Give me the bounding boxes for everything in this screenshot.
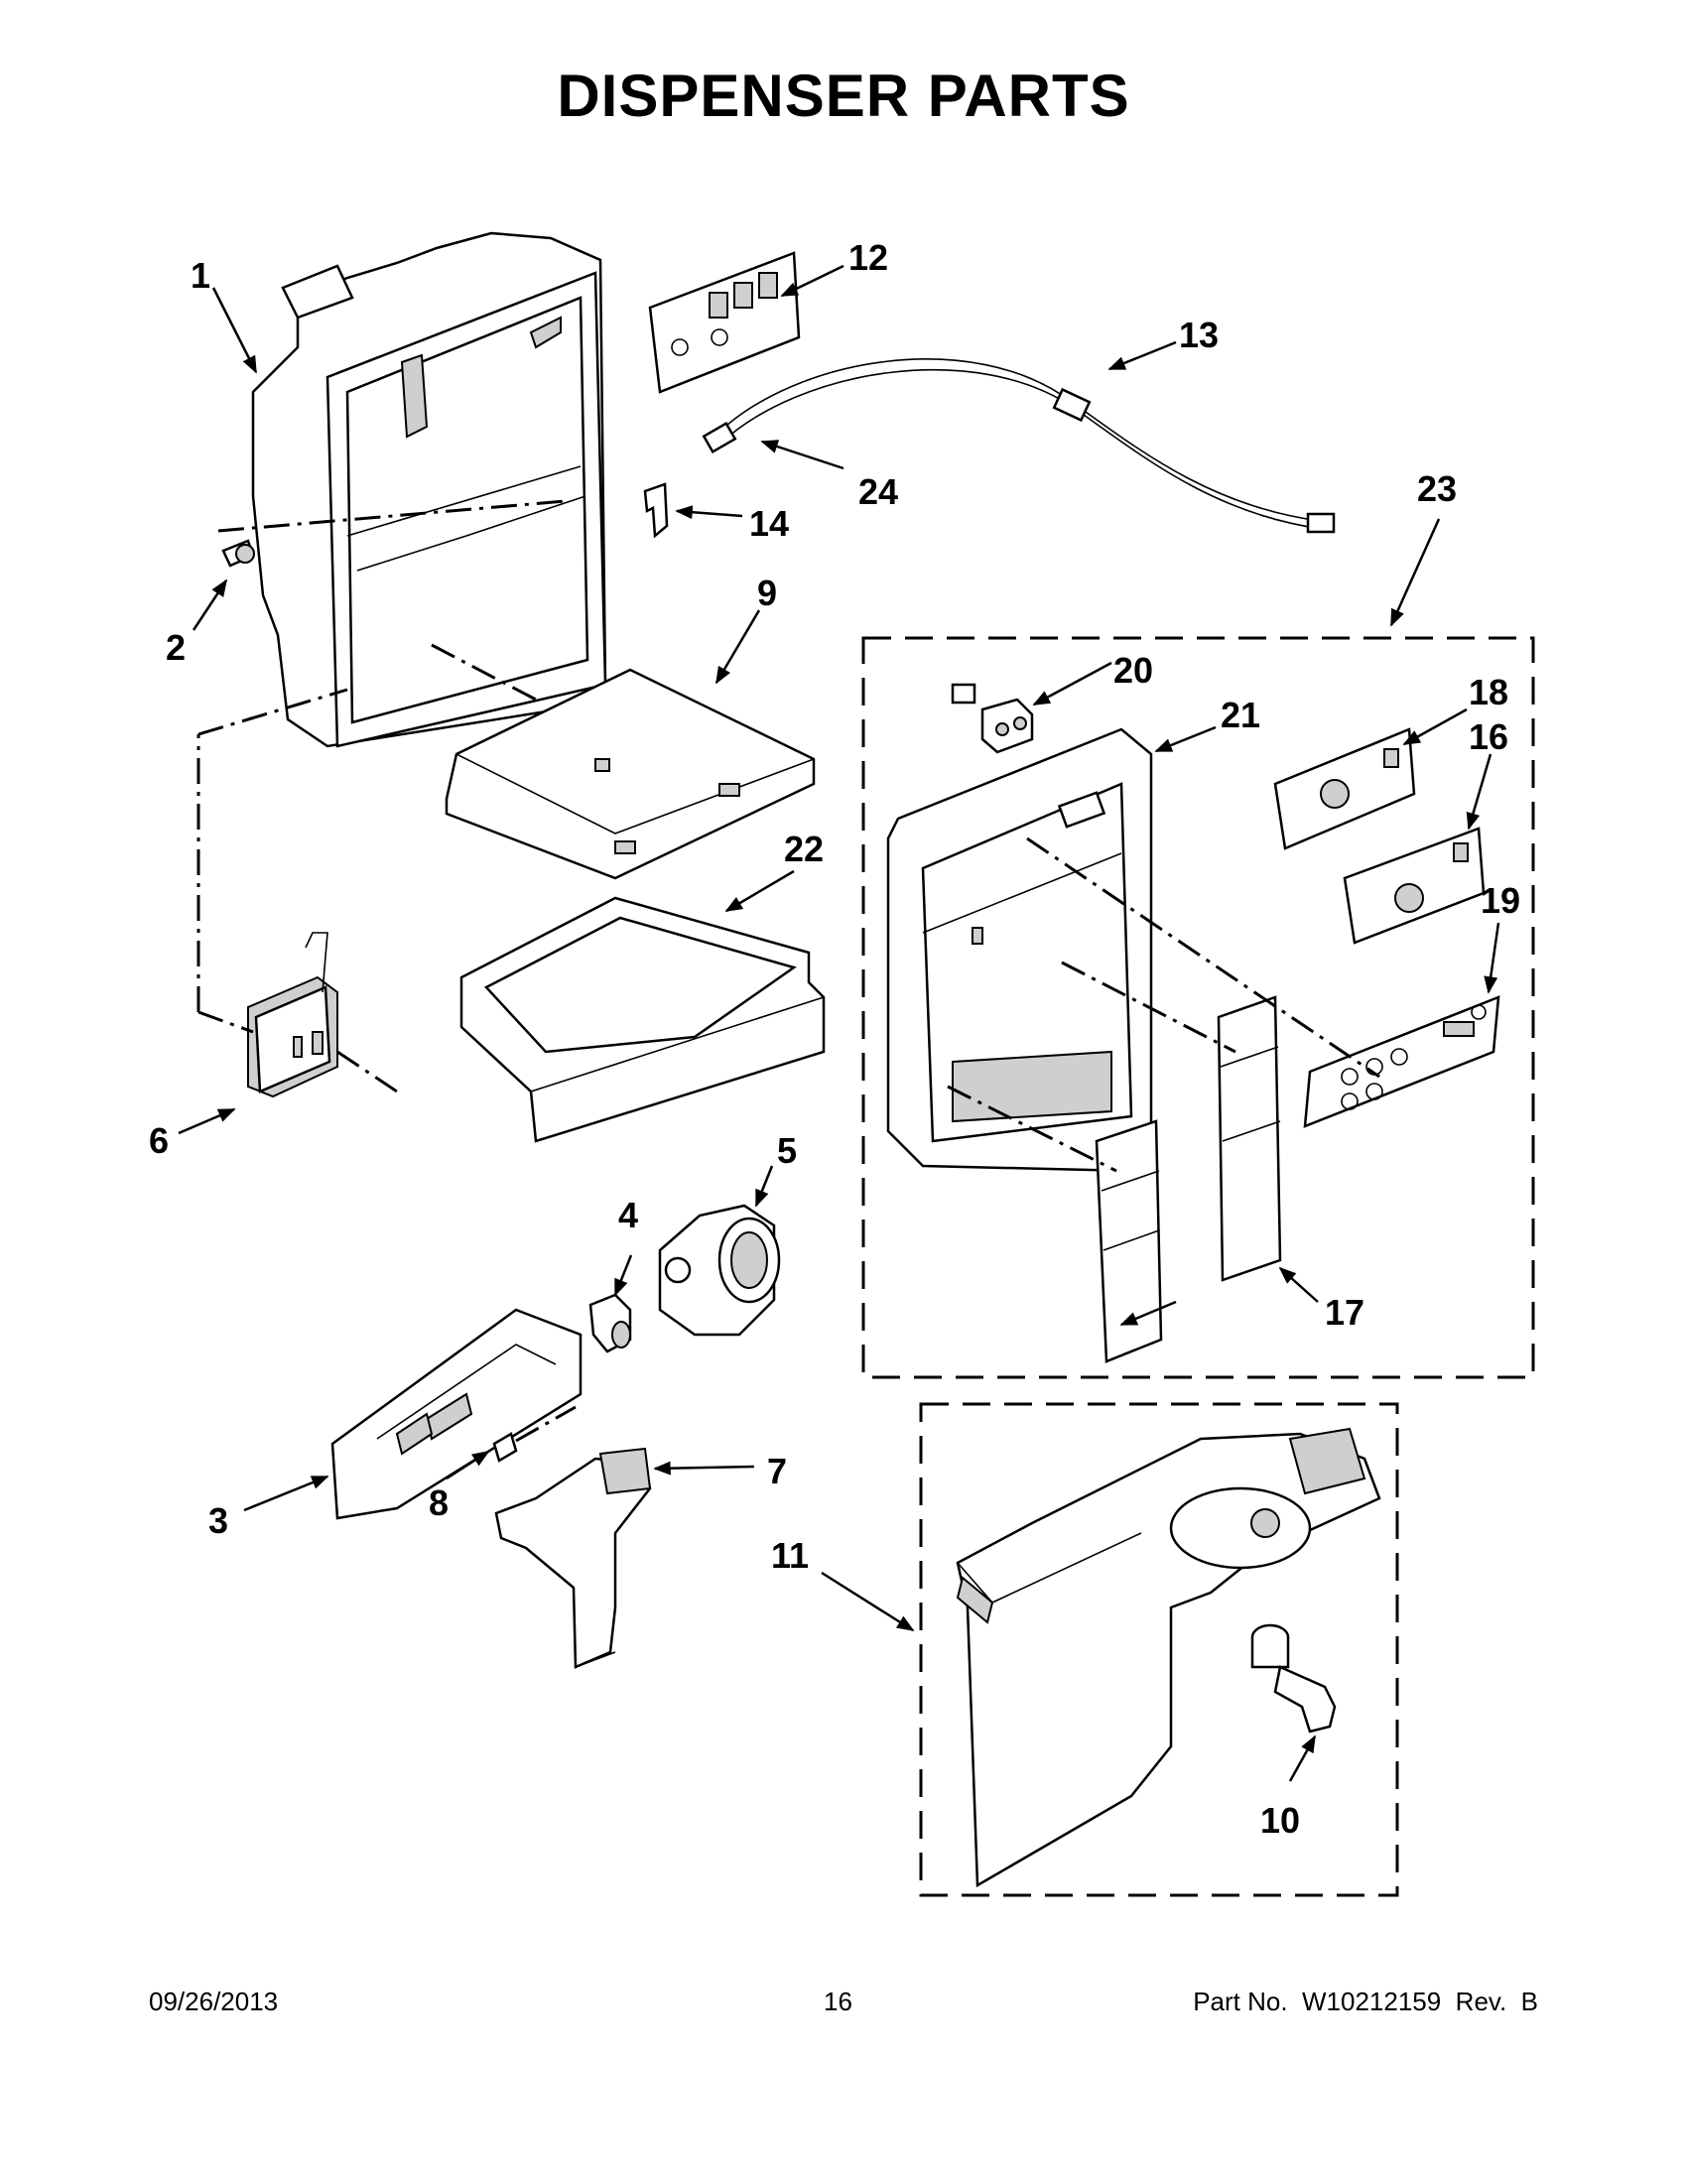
callout-13: 13 — [1179, 315, 1219, 355]
callout-5: 5 — [777, 1130, 797, 1171]
part-motor-bracket-3 — [330, 1308, 583, 1520]
part-coupler-4 — [588, 1293, 632, 1353]
alignment-line — [217, 499, 567, 533]
callout-18: 18 — [1469, 672, 1508, 712]
part-motor-5 — [658, 1204, 781, 1337]
part-board-16 — [1343, 827, 1486, 945]
callout-19: 19 — [1481, 880, 1520, 921]
part-control-board-12 — [648, 251, 801, 394]
callout-24: 24 — [858, 471, 898, 512]
part-screw-2 — [221, 539, 255, 568]
callout-16: 16 — [1469, 716, 1508, 757]
callout-20: 20 — [1113, 650, 1153, 691]
alignment-line — [1061, 961, 1236, 1054]
alignment-line — [197, 1010, 254, 1034]
callout-8: 8 — [429, 1482, 449, 1523]
part-screw-8 — [492, 1405, 577, 1463]
leader-lines — [178, 264, 1500, 1782]
alignment-line — [1026, 836, 1380, 1079]
part-water-tube-10 — [1250, 1623, 1337, 1734]
footer-part-number: Part No. W10212159 Rev. B — [1193, 1987, 1538, 2016]
page-title: DISPENSER PARTS — [557, 63, 1130, 129]
callout-3: 3 — [208, 1500, 228, 1541]
part-shelf-9 — [445, 668, 816, 880]
part-housing-1 — [251, 231, 607, 748]
part-bracket-14 — [643, 482, 669, 539]
part-drip-tray-22 — [459, 896, 826, 1143]
callout-9: 9 — [757, 573, 777, 613]
part-board-18 — [1273, 727, 1416, 850]
assembly-box-23 — [861, 636, 1535, 1379]
callout-17: 17 — [1325, 1292, 1364, 1333]
part-paddle-17a — [1095, 1119, 1163, 1363]
part-actuator-6 — [247, 932, 398, 1098]
callout-22: 22 — [784, 829, 824, 869]
footer-page-number: 16 — [824, 1987, 852, 2016]
part-paddle-17b — [1217, 995, 1282, 1282]
callout-10: 10 — [1260, 1800, 1300, 1841]
alignment-line — [947, 1085, 1117, 1173]
part-connector-24 — [702, 421, 737, 454]
part-ice-chute-11 — [956, 1427, 1381, 1888]
callout-14: 14 — [749, 503, 789, 544]
alignment-line — [431, 643, 537, 702]
callout-2: 2 — [166, 627, 186, 668]
part-control-panel-19 — [1303, 995, 1500, 1128]
callout-21: 21 — [1221, 695, 1260, 735]
callout-23: 23 — [1417, 468, 1457, 509]
callout-6: 6 — [149, 1120, 169, 1161]
callout-4: 4 — [618, 1195, 638, 1235]
assembly-box-11 — [919, 1402, 1399, 1897]
part-wire-harness-13 — [714, 358, 1336, 534]
callout-12: 12 — [848, 237, 888, 278]
footer-date: 09/26/2013 — [149, 1987, 279, 2016]
part-lever-7 — [494, 1447, 652, 1669]
part-dispenser-housing-21 — [886, 727, 1153, 1173]
callout-1: 1 — [191, 255, 210, 296]
callout-7: 7 — [767, 1451, 787, 1491]
callout-11: 11 — [771, 1535, 809, 1576]
part-switch-20 — [951, 683, 1034, 754]
callout-labels: 1 2 3 4 5 6 7 8 9 10 11 12 13 14 16 17 1… — [149, 237, 1520, 1841]
